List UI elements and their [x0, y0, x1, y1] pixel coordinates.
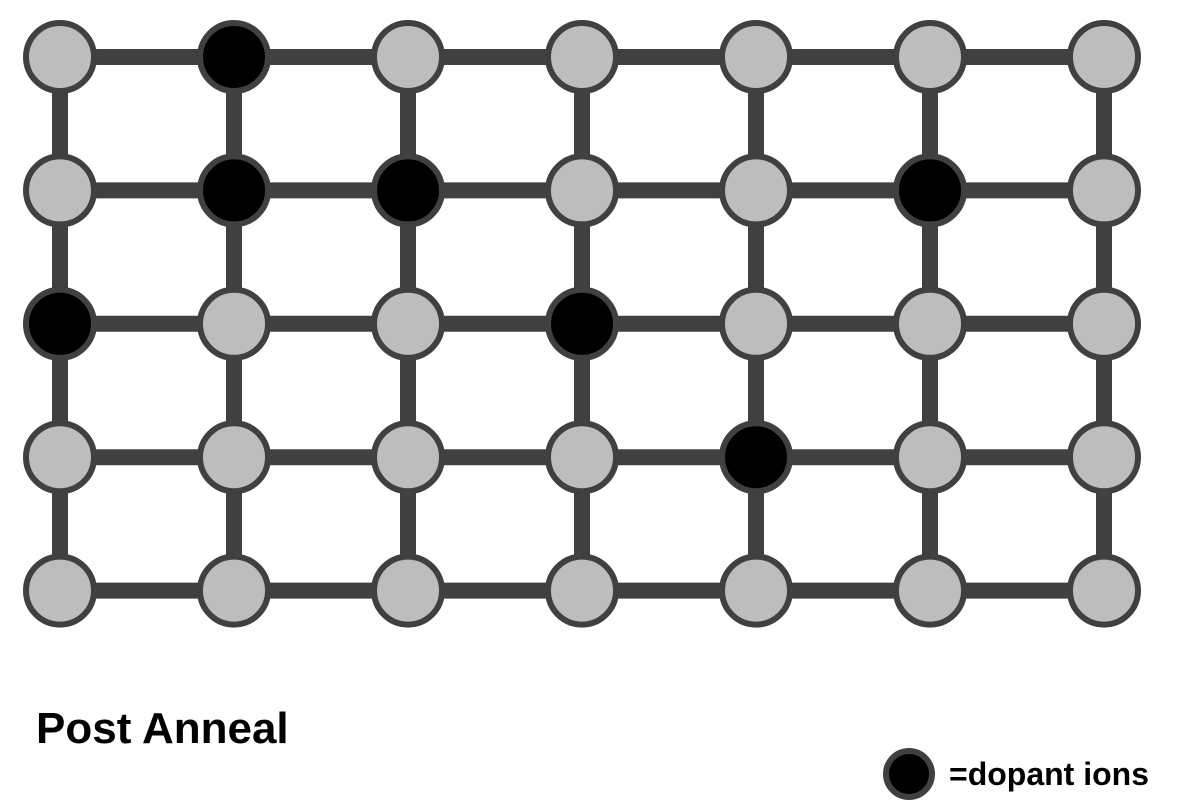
host-atom: [545, 553, 619, 628]
host-atom: [1067, 553, 1141, 628]
host-atom: [197, 420, 271, 495]
host-atom: [545, 20, 619, 94]
dopant-ion-atom: [893, 153, 967, 228]
host-atom: [371, 553, 445, 628]
host-atom: [23, 420, 97, 495]
host-atom: [371, 286, 445, 361]
host-atom: [371, 20, 445, 94]
host-atom: [719, 153, 793, 228]
host-atom: [1067, 420, 1141, 495]
dopant-ion-atom: [545, 286, 619, 361]
host-atom: [1067, 286, 1141, 361]
host-atom: [23, 153, 97, 228]
host-atom: [1067, 20, 1141, 94]
host-atom: [893, 286, 967, 361]
lattice-atoms: [23, 20, 1141, 628]
dopant-ion-atom: [371, 153, 445, 228]
host-atom: [719, 286, 793, 361]
legend-label: =dopant ions: [949, 756, 1149, 792]
dopant-ion-atom: [197, 20, 271, 94]
host-atom: [371, 420, 445, 495]
host-atom: [893, 553, 967, 628]
host-atom: [197, 286, 271, 361]
host-atom: [23, 553, 97, 628]
host-atom: [545, 420, 619, 495]
host-atom: [893, 420, 967, 495]
legend: =dopant ions: [883, 746, 1149, 802]
host-atom: [719, 20, 793, 94]
dopant-ion-atom: [197, 153, 271, 228]
host-atom: [197, 553, 271, 628]
host-atom: [545, 153, 619, 228]
host-atom: [1067, 153, 1141, 228]
dopant-ion-legend-icon: [883, 748, 935, 800]
dopant-ion-atom: [23, 286, 97, 361]
host-atom: [893, 20, 967, 94]
dopant-ion-atom: [719, 420, 793, 495]
host-atom: [23, 20, 97, 94]
host-atom: [719, 553, 793, 628]
diagram-caption: Post Anneal: [36, 704, 289, 753]
